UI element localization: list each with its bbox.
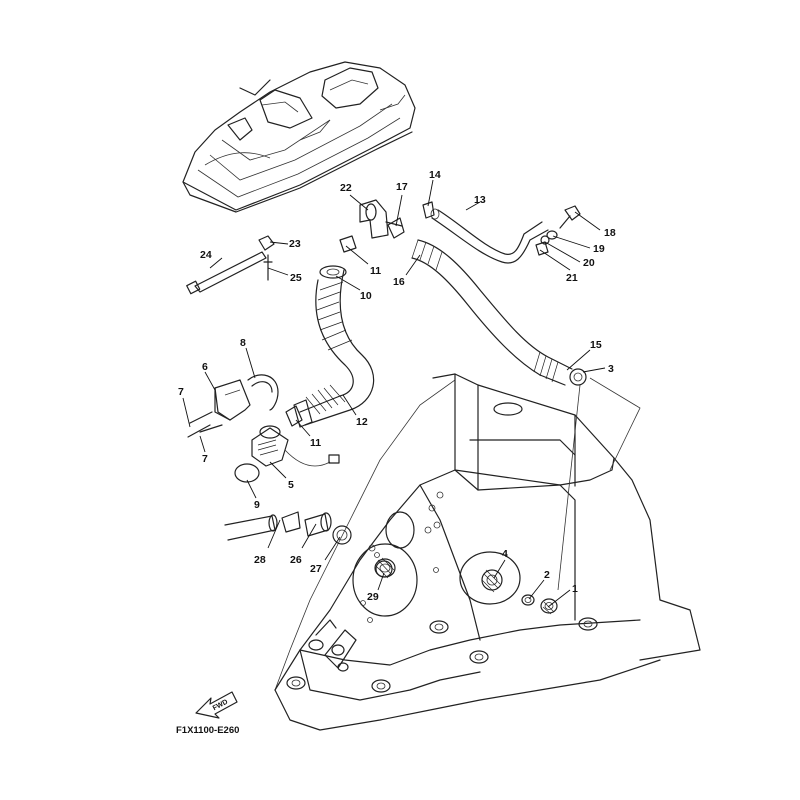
diagram-code: F1X1100-E260: [176, 725, 239, 736]
callout-23: 23: [289, 238, 301, 250]
callout-13: 13: [474, 194, 486, 206]
callout-7-upper: 7: [178, 386, 184, 398]
callout-25: 25: [290, 272, 302, 284]
small-parts: [186, 199, 581, 578]
fwd-label: FWD: [212, 699, 229, 713]
callout-labels: 1 2 3 4 5 6 7 7 8 9 10 11 11 12 13 14 15…: [178, 169, 616, 603]
callout-8: 8: [240, 337, 246, 349]
callout-6: 6: [202, 361, 208, 373]
callout-5: 5: [288, 479, 294, 491]
callout-16: 16: [393, 276, 405, 288]
callout-9: 9: [254, 499, 260, 511]
callout-11-lower: 11: [310, 437, 321, 449]
callout-3: 3: [608, 363, 614, 375]
leader-lines: [182, 179, 606, 608]
callout-29: 29: [367, 591, 379, 603]
hoses: [293, 208, 641, 591]
callout-1: 1: [572, 583, 578, 595]
fitting-on-hull: [540, 598, 558, 615]
callout-14: 14: [429, 169, 441, 181]
callout-28: 28: [254, 554, 266, 566]
callout-12: 12: [356, 416, 368, 428]
callout-26: 26: [290, 554, 302, 566]
callout-19: 19: [593, 243, 605, 255]
callout-2: 2: [544, 569, 550, 581]
hull-bolts: [286, 617, 598, 693]
hull-ports: [315, 491, 535, 669]
callout-24: 24: [200, 249, 212, 261]
callout-17: 17: [396, 181, 408, 193]
callout-21: 21: [566, 272, 578, 284]
forward-direction-arrow: FWD: [195, 691, 238, 719]
callout-27: 27: [310, 563, 322, 575]
callout-11-upper: 11: [370, 265, 381, 277]
callout-18: 18: [604, 227, 616, 239]
callout-4: 4: [502, 548, 508, 560]
callout-22: 22: [340, 182, 352, 194]
callout-7-lower: 7: [202, 453, 208, 465]
hull-body: [274, 373, 701, 731]
callout-10: 10: [360, 290, 372, 302]
watercraft-illustration: [182, 61, 416, 213]
callout-20: 20: [583, 257, 595, 269]
callout-15: 15: [590, 339, 602, 351]
